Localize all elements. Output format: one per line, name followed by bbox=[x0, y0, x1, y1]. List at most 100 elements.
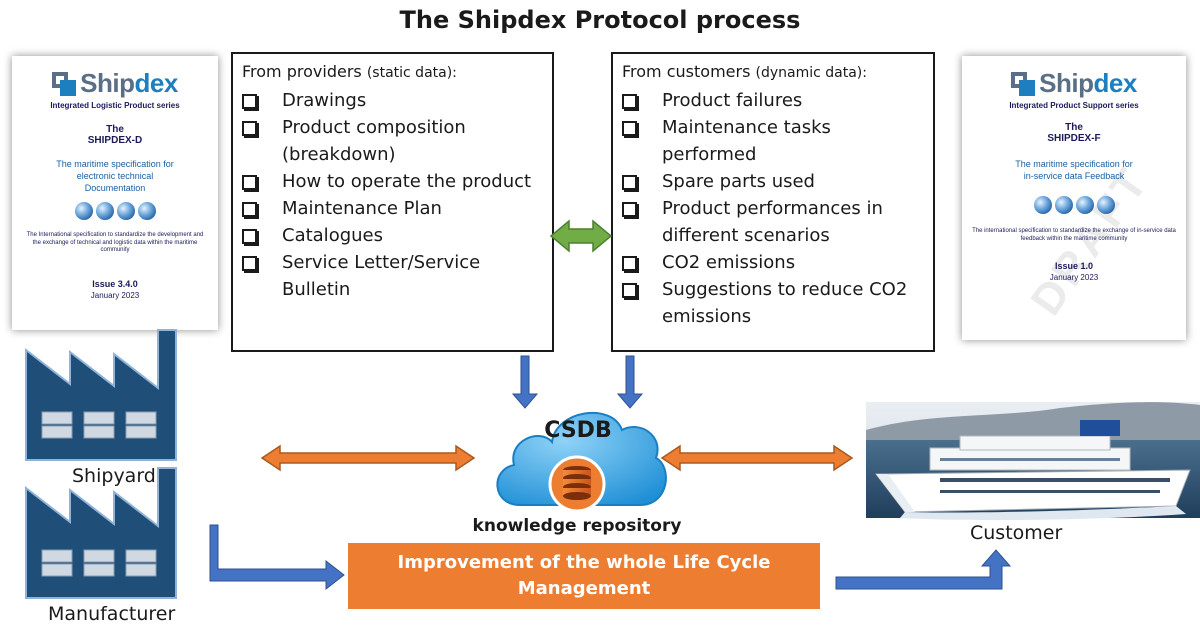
list-item-text: Suggestions to reduce CO2 emissions bbox=[662, 279, 908, 327]
cover-intro: The International specification to stand… bbox=[26, 232, 204, 253]
list-item-text: Product composition (breakdown) bbox=[282, 117, 466, 165]
logo-text-a: Ship bbox=[80, 68, 135, 98]
shipdex-d-cover: Shipdex Integrated Logistic Product seri… bbox=[12, 56, 218, 330]
cover-series: Integrated Product Support series bbox=[1009, 101, 1139, 110]
list-item-text: Maintenance tasks performed bbox=[662, 117, 831, 165]
list-item: Catalogues bbox=[242, 222, 544, 249]
globe-icon bbox=[137, 202, 156, 220]
shipdex-logo-icon bbox=[52, 71, 77, 96]
list-item: Product performances in different scenar… bbox=[622, 195, 925, 249]
globe-icon bbox=[116, 202, 135, 220]
shipyard-factory-icon bbox=[25, 329, 177, 461]
list-item-text: Drawings bbox=[282, 90, 367, 111]
globe-icon bbox=[1033, 196, 1052, 214]
cover-the: The bbox=[1065, 122, 1083, 133]
elbow-arrow-to-improvement bbox=[209, 524, 345, 591]
cruise-ship-image bbox=[866, 402, 1200, 521]
cover-description: The maritime specification for electroni… bbox=[12, 158, 218, 194]
cover-spec-name: SHIPDEX-D bbox=[87, 135, 143, 146]
cover-desc-line: electronic technical bbox=[76, 171, 154, 181]
cover-issue: Issue 3.4.0 bbox=[92, 278, 138, 289]
customers-box: From customers (dynamic data): Product f… bbox=[611, 52, 935, 352]
logo-text-a: Ship bbox=[1039, 68, 1094, 98]
list-item: CO2 emissions bbox=[622, 249, 925, 276]
list-item: Product failures bbox=[622, 87, 925, 114]
checkbox-icon bbox=[622, 256, 637, 271]
list-item: Suggestions to reduce CO2 emissions bbox=[622, 276, 925, 330]
customers-heading-main: From customers bbox=[622, 62, 751, 81]
providers-heading: From providers (static data): bbox=[242, 62, 544, 81]
providers-heading-main: From providers bbox=[242, 62, 362, 81]
down-arrow bbox=[616, 355, 644, 409]
diagram-title: The Shipdex Protocol process bbox=[399, 6, 801, 34]
list-item-text: CO2 emissions bbox=[662, 252, 796, 273]
globe-icon bbox=[95, 202, 114, 220]
globe-icon bbox=[74, 202, 93, 220]
manufacturer-factory-icon bbox=[25, 467, 177, 599]
shipdex-logo: Shipdex bbox=[12, 68, 218, 99]
cover-desc-line: Documentation bbox=[84, 183, 146, 193]
shipdex-logo-icon bbox=[1011, 71, 1036, 96]
checkbox-icon bbox=[622, 121, 637, 136]
logo-text-b: dex bbox=[1093, 68, 1138, 98]
checkbox-icon bbox=[622, 283, 637, 298]
customers-heading: From customers (dynamic data): bbox=[622, 62, 925, 81]
checkbox-icon bbox=[242, 121, 257, 136]
cover-desc-line: The maritime specification for bbox=[56, 159, 174, 169]
customers-list: Product failures Maintenance tasks perfo… bbox=[622, 87, 925, 330]
list-item: Product composition (breakdown) bbox=[242, 114, 544, 168]
list-item: Maintenance tasks performed bbox=[622, 114, 925, 168]
customers-heading-note: (dynamic data): bbox=[755, 65, 867, 81]
globe-icon bbox=[1054, 196, 1073, 214]
list-item: Spare parts used bbox=[622, 168, 925, 195]
list-item-text: How to operate the product bbox=[282, 171, 532, 192]
database-icon bbox=[548, 455, 606, 513]
list-item: Drawings bbox=[242, 87, 544, 114]
elbow-arrow-to-customer bbox=[835, 549, 1012, 590]
list-item: Maintenance Plan bbox=[242, 195, 544, 222]
cover-the: The bbox=[106, 124, 124, 135]
checkbox-icon bbox=[622, 94, 637, 109]
globe-icon bbox=[1096, 196, 1115, 214]
manufacturer-label: Manufacturer bbox=[48, 603, 176, 625]
providers-heading-note: (static data): bbox=[366, 65, 457, 81]
list-item-text: Spare parts used bbox=[662, 171, 815, 192]
list-item-text: Product performances in different scenar… bbox=[662, 198, 883, 246]
down-arrow bbox=[511, 355, 539, 409]
orange-double-arrow bbox=[660, 444, 854, 472]
providers-box: From providers (static data): Drawings P… bbox=[231, 52, 554, 352]
orange-double-arrow bbox=[260, 444, 476, 472]
list-item-text: Product failures bbox=[662, 90, 803, 111]
logo-text-b: dex bbox=[134, 68, 179, 98]
improvement-label: Improvement of the whole Life Cycle Mana… bbox=[397, 552, 771, 599]
shipyard-label: Shipyard bbox=[72, 465, 156, 487]
list-item: Service Letter/Service Bulletin bbox=[242, 249, 544, 303]
list-item-text: Maintenance Plan bbox=[282, 198, 442, 219]
providers-list: Drawings Product composition (breakdown)… bbox=[242, 87, 544, 303]
cover-desc-line: in-service data Feedback bbox=[1023, 171, 1125, 181]
checkbox-icon bbox=[622, 175, 637, 190]
checkbox-icon bbox=[242, 94, 257, 109]
cover-spec-name: SHIPDEX-F bbox=[1047, 133, 1101, 144]
list-item-text: Catalogues bbox=[282, 225, 383, 246]
cover-date: January 2023 bbox=[90, 290, 140, 300]
cover-series: Integrated Logistic Product series bbox=[50, 101, 180, 110]
csdb-label: CSDB bbox=[544, 418, 612, 443]
cover-description: The maritime specification for in-servic… bbox=[962, 158, 1186, 182]
cover-intro: The international specification to stand… bbox=[972, 228, 1176, 242]
shipdex-f-cover: DRAFT Shipdex Integrated Product Support… bbox=[962, 56, 1186, 340]
globes-row bbox=[12, 202, 218, 220]
checkbox-icon bbox=[242, 175, 257, 190]
checkbox-icon bbox=[242, 202, 257, 217]
list-item-text: Service Letter/Service Bulletin bbox=[282, 252, 481, 300]
shipdex-logo: Shipdex bbox=[962, 68, 1186, 99]
knowledge-repository-label: knowledge repository bbox=[472, 516, 682, 536]
checkbox-icon bbox=[622, 202, 637, 217]
green-double-arrow bbox=[549, 219, 613, 253]
globes-row bbox=[962, 196, 1186, 214]
globe-icon bbox=[1075, 196, 1094, 214]
list-item: How to operate the product bbox=[242, 168, 544, 195]
cover-date: January 2023 bbox=[1049, 273, 1099, 282]
checkbox-icon bbox=[242, 229, 257, 244]
